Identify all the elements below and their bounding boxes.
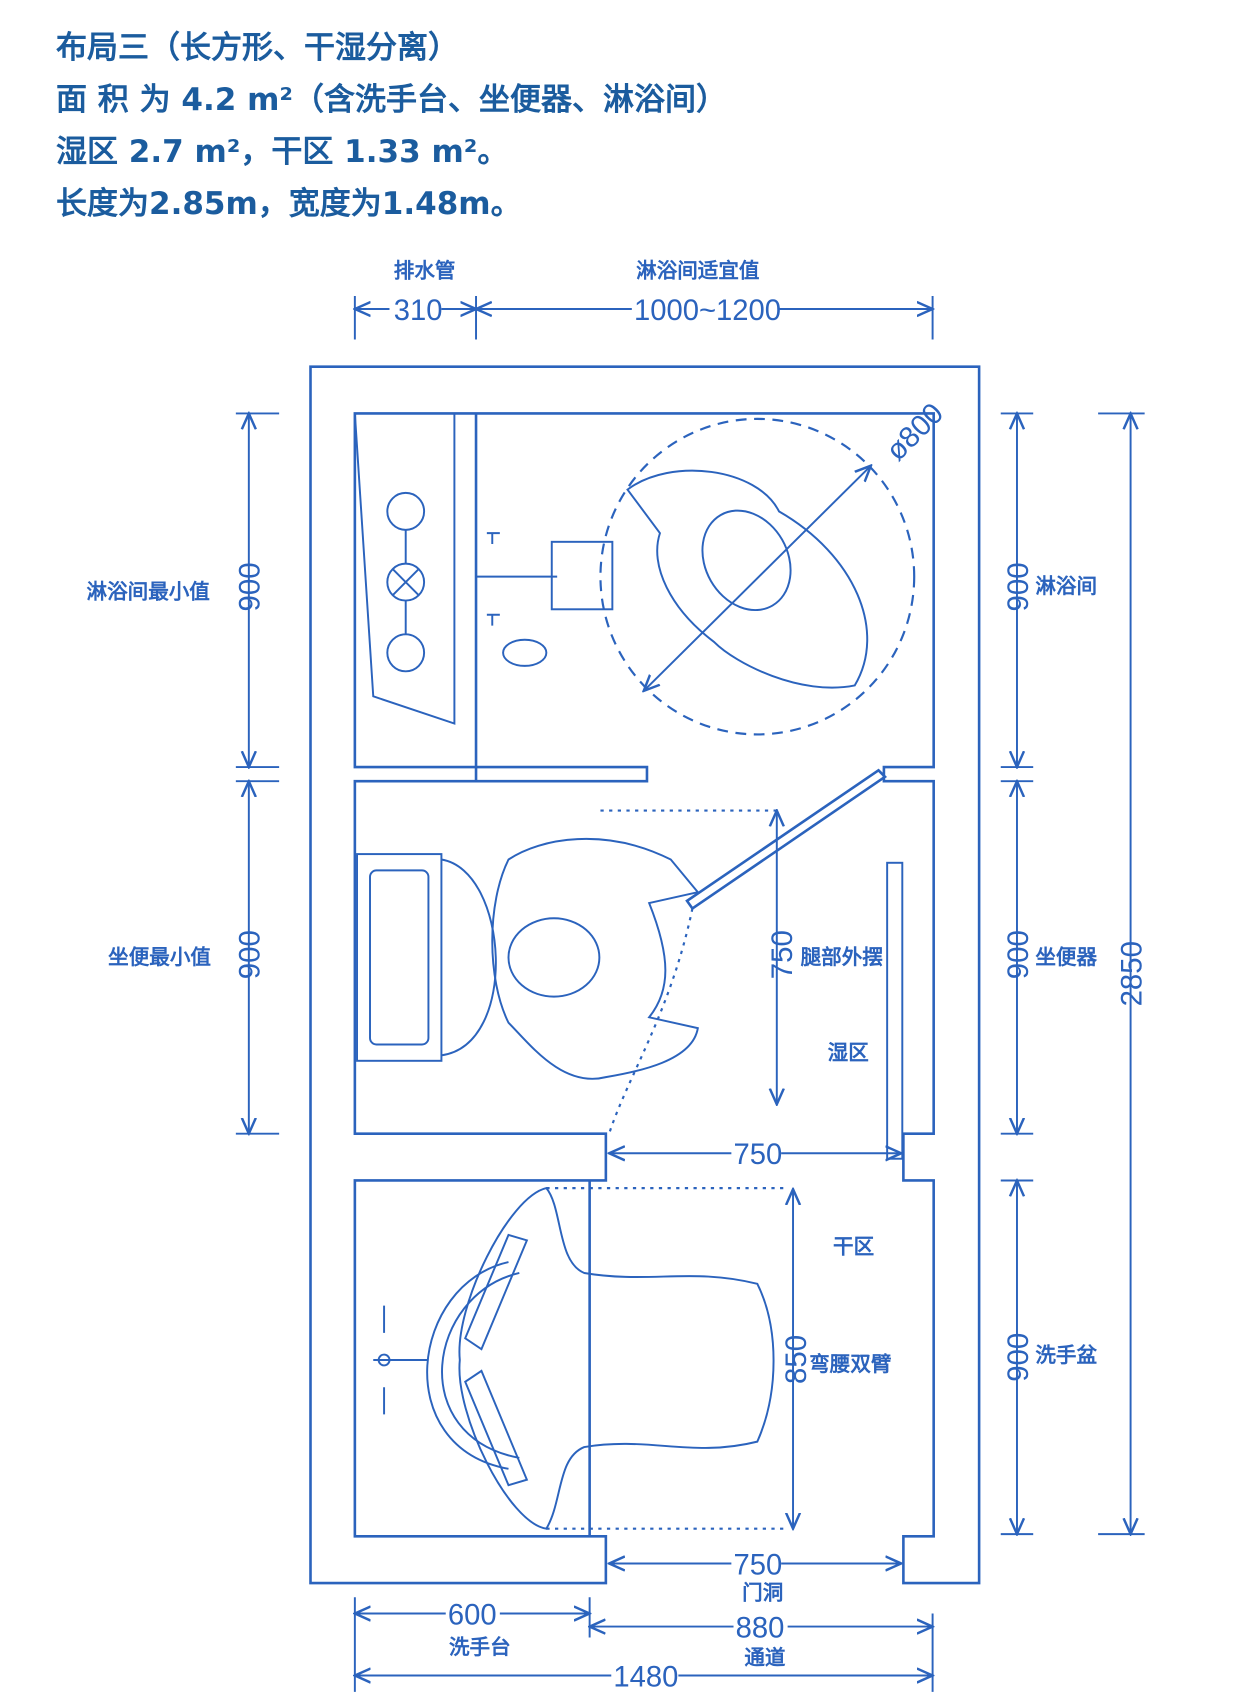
door-dim: 750 bbox=[734, 1548, 783, 1581]
vanity-dim: 600 bbox=[448, 1598, 497, 1631]
shower-faucet bbox=[476, 532, 614, 667]
wet-zone-label: 湿区 bbox=[828, 1041, 869, 1065]
total-length-dim: 2850 bbox=[1115, 941, 1148, 1006]
shower-clearance-circle bbox=[599, 417, 916, 736]
left-dimensions bbox=[235, 413, 280, 1133]
vanity-person bbox=[458, 1187, 788, 1530]
toilet-person bbox=[491, 809, 779, 1080]
walls bbox=[309, 365, 981, 1585]
drain-dim: 310 bbox=[394, 294, 443, 327]
leg-dim: 750 bbox=[766, 930, 799, 979]
shower-suitable-dim: 1000~1200 bbox=[634, 294, 781, 327]
bend-dim: 850 bbox=[780, 1335, 813, 1384]
area-line: 面 积 为 4.2 m²（含洗手台、坐便器、淋浴间） bbox=[56, 82, 727, 118]
drain-label: 排水管 bbox=[394, 258, 456, 282]
right-toilet-label: 坐便器 bbox=[1035, 945, 1097, 969]
circle-dim: ø800 bbox=[880, 397, 950, 468]
shower-bench bbox=[353, 413, 478, 782]
right-shower-dim: 900 bbox=[1002, 562, 1035, 611]
aisle-label: 通道 bbox=[744, 1646, 785, 1670]
shower-person bbox=[626, 469, 869, 689]
shower-suitable-label: 淋浴间适宜值 bbox=[636, 258, 760, 282]
right-toilet-dim: 900 bbox=[1002, 930, 1035, 979]
wet-width-dim: 750 bbox=[734, 1138, 783, 1171]
shower-min-label: 淋浴间最小值 bbox=[87, 579, 211, 603]
right-basin-label: 洗手盆 bbox=[1035, 1343, 1097, 1367]
left-shower-dim: 900 bbox=[234, 562, 267, 611]
size-line: 长度为2.85m，宽度为1.48m。 bbox=[56, 186, 522, 222]
header-text: 布局三（长方形、干湿分离） 面 积 为 4.2 m²（含洗手台、坐便器、淋浴间）… bbox=[56, 22, 727, 230]
leg-label: 腿部外摆 bbox=[801, 945, 884, 969]
circle-diameter-line bbox=[644, 466, 871, 691]
toilet-min-label: 坐便最小值 bbox=[108, 945, 211, 969]
right-basin-dim: 900 bbox=[1002, 1333, 1035, 1382]
zone-area-line: 湿区 2.7 m²，干区 1.33 m²。 bbox=[56, 134, 509, 170]
bend-label: 弯腰双臂 bbox=[809, 1352, 892, 1376]
door-label: 门洞 bbox=[742, 1580, 783, 1604]
aisle-dim: 880 bbox=[736, 1611, 785, 1644]
toilet bbox=[356, 853, 497, 1062]
right-dimensions bbox=[1000, 413, 1145, 1534]
title-layout: 布局三（长方形、干湿分离） bbox=[56, 30, 459, 66]
top-dimensions bbox=[355, 291, 933, 340]
bottom-dimensions bbox=[355, 1596, 933, 1692]
vanity-label: 洗手台 bbox=[449, 1635, 511, 1659]
vanity bbox=[373, 1180, 591, 1537]
left-toilet-dim: 900 bbox=[234, 930, 267, 979]
right-shower-label: 淋浴间 bbox=[1035, 574, 1097, 598]
total-width-dim: 1480 bbox=[613, 1660, 678, 1693]
dry-zone-label: 干区 bbox=[833, 1234, 874, 1258]
